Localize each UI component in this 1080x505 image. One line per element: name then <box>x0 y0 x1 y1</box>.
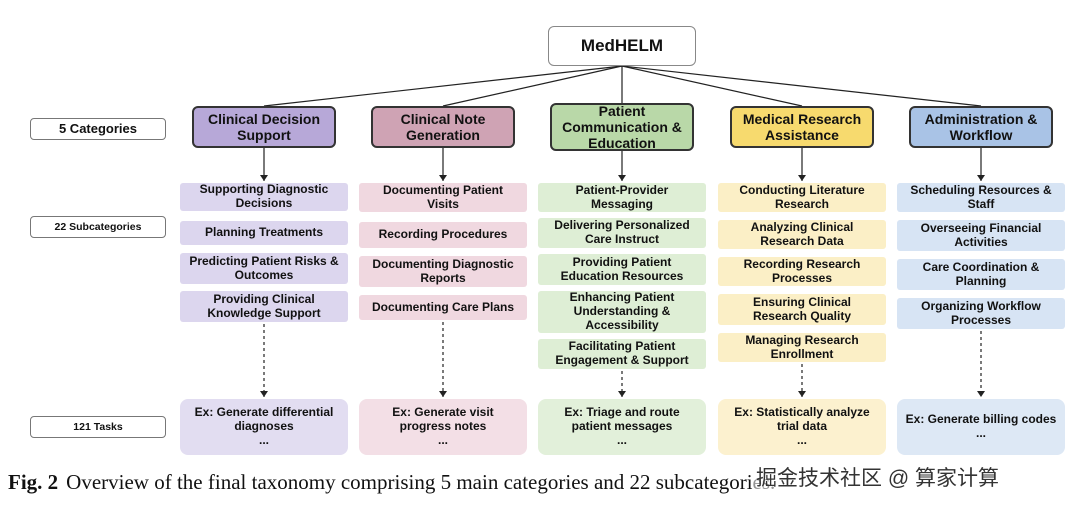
level-label-subcategories: 22 Subcategories <box>30 216 166 238</box>
example-task-box: Ex: Statistically analyze trial data ... <box>718 399 886 455</box>
subcategory-item: Providing Patient Education Resources <box>538 254 706 285</box>
figure-caption-label: Fig. 2 <box>8 470 59 494</box>
subcategory-item: Recording Procedures <box>359 222 527 248</box>
arrowhead <box>618 175 626 181</box>
subcategory-item: Ensuring Clinical Research Quality <box>718 294 886 325</box>
subcategory-item: Documenting Patient Visits <box>359 183 527 212</box>
level-label-categories: 5 Categories <box>30 118 166 140</box>
arrowhead <box>260 175 268 181</box>
category-medical-research-assistance: Medical Research Assistance <box>730 106 874 148</box>
root-to-category-line <box>263 65 623 107</box>
example-task-box: Ex: Generate differential diagnoses ... <box>180 399 348 455</box>
arrowhead <box>798 391 806 397</box>
subcategory-item: Organizing Workflow Processes <box>897 298 1065 329</box>
subcategory-item: Delivering Personalized Care Instruct <box>538 218 706 248</box>
subcategory-item: Analyzing Clinical Research Data <box>718 220 886 249</box>
subcategory-item: Enhancing Patient Understanding & Access… <box>538 290 706 333</box>
category-patient-communication-education: Patient Communication & Education <box>550 103 694 151</box>
category-clinical-note-generation: Clinical Note Generation <box>371 106 515 148</box>
level-label-tasks: 121 Tasks <box>30 416 166 438</box>
root-node-medhelm: MedHELM <box>548 26 696 66</box>
figure-caption-text: Overview of the final taxonomy comprisin… <box>66 470 776 494</box>
subcategory-item: Overseeing Financial Activities <box>897 220 1065 251</box>
example-task-box: Ex: Triage and route patient messages ..… <box>538 399 706 455</box>
subcategory-item: Providing Clinical Knowledge Support <box>180 291 348 322</box>
subcategory-item: Supporting Diagnostic Decisions <box>180 182 348 211</box>
root-to-category-line <box>621 65 803 107</box>
subcategory-item: Documenting Care Plans <box>359 295 527 320</box>
subcategory-item: Facilitating Patient Engagement & Suppor… <box>538 339 706 369</box>
arrowhead <box>439 175 447 181</box>
example-task-box: Ex: Generate visit progress notes ... <box>359 399 527 455</box>
arrowhead <box>798 175 806 181</box>
watermark: 掘金技术社区 @ 算家计算 <box>752 460 1003 494</box>
arrowhead <box>618 391 626 397</box>
root-to-category-line <box>442 65 623 107</box>
subcategory-item: Planning Treatments <box>180 221 348 245</box>
subcategory-item: Conducting Literature Research <box>718 183 886 212</box>
example-task-box: Ex: Generate billing codes ... <box>897 399 1065 455</box>
subcategory-item: Patient-Provider Messaging <box>538 183 706 212</box>
arrowhead <box>977 391 985 397</box>
root-to-category-line <box>621 65 982 107</box>
subcategory-item: Care Coordination & Planning <box>897 259 1065 290</box>
figure-caption: Fig. 2 Overview of the final taxonomy com… <box>8 470 775 495</box>
subcategory-item: Predicting Patient Risks & Outcomes <box>180 253 348 284</box>
subcategory-item: Recording Research Processes <box>718 257 886 286</box>
arrowhead <box>977 175 985 181</box>
arrowhead <box>260 391 268 397</box>
category-clinical-decision-support: Clinical Decision Support <box>192 106 336 148</box>
subcategory-item: Documenting Diagnostic Reports <box>359 256 527 287</box>
subcategory-item: Managing Research Enrollment <box>718 333 886 362</box>
subcategory-item: Scheduling Resources & Staff <box>897 183 1065 212</box>
arrowhead <box>439 391 447 397</box>
category-administration-workflow: Administration & Workflow <box>909 106 1053 148</box>
